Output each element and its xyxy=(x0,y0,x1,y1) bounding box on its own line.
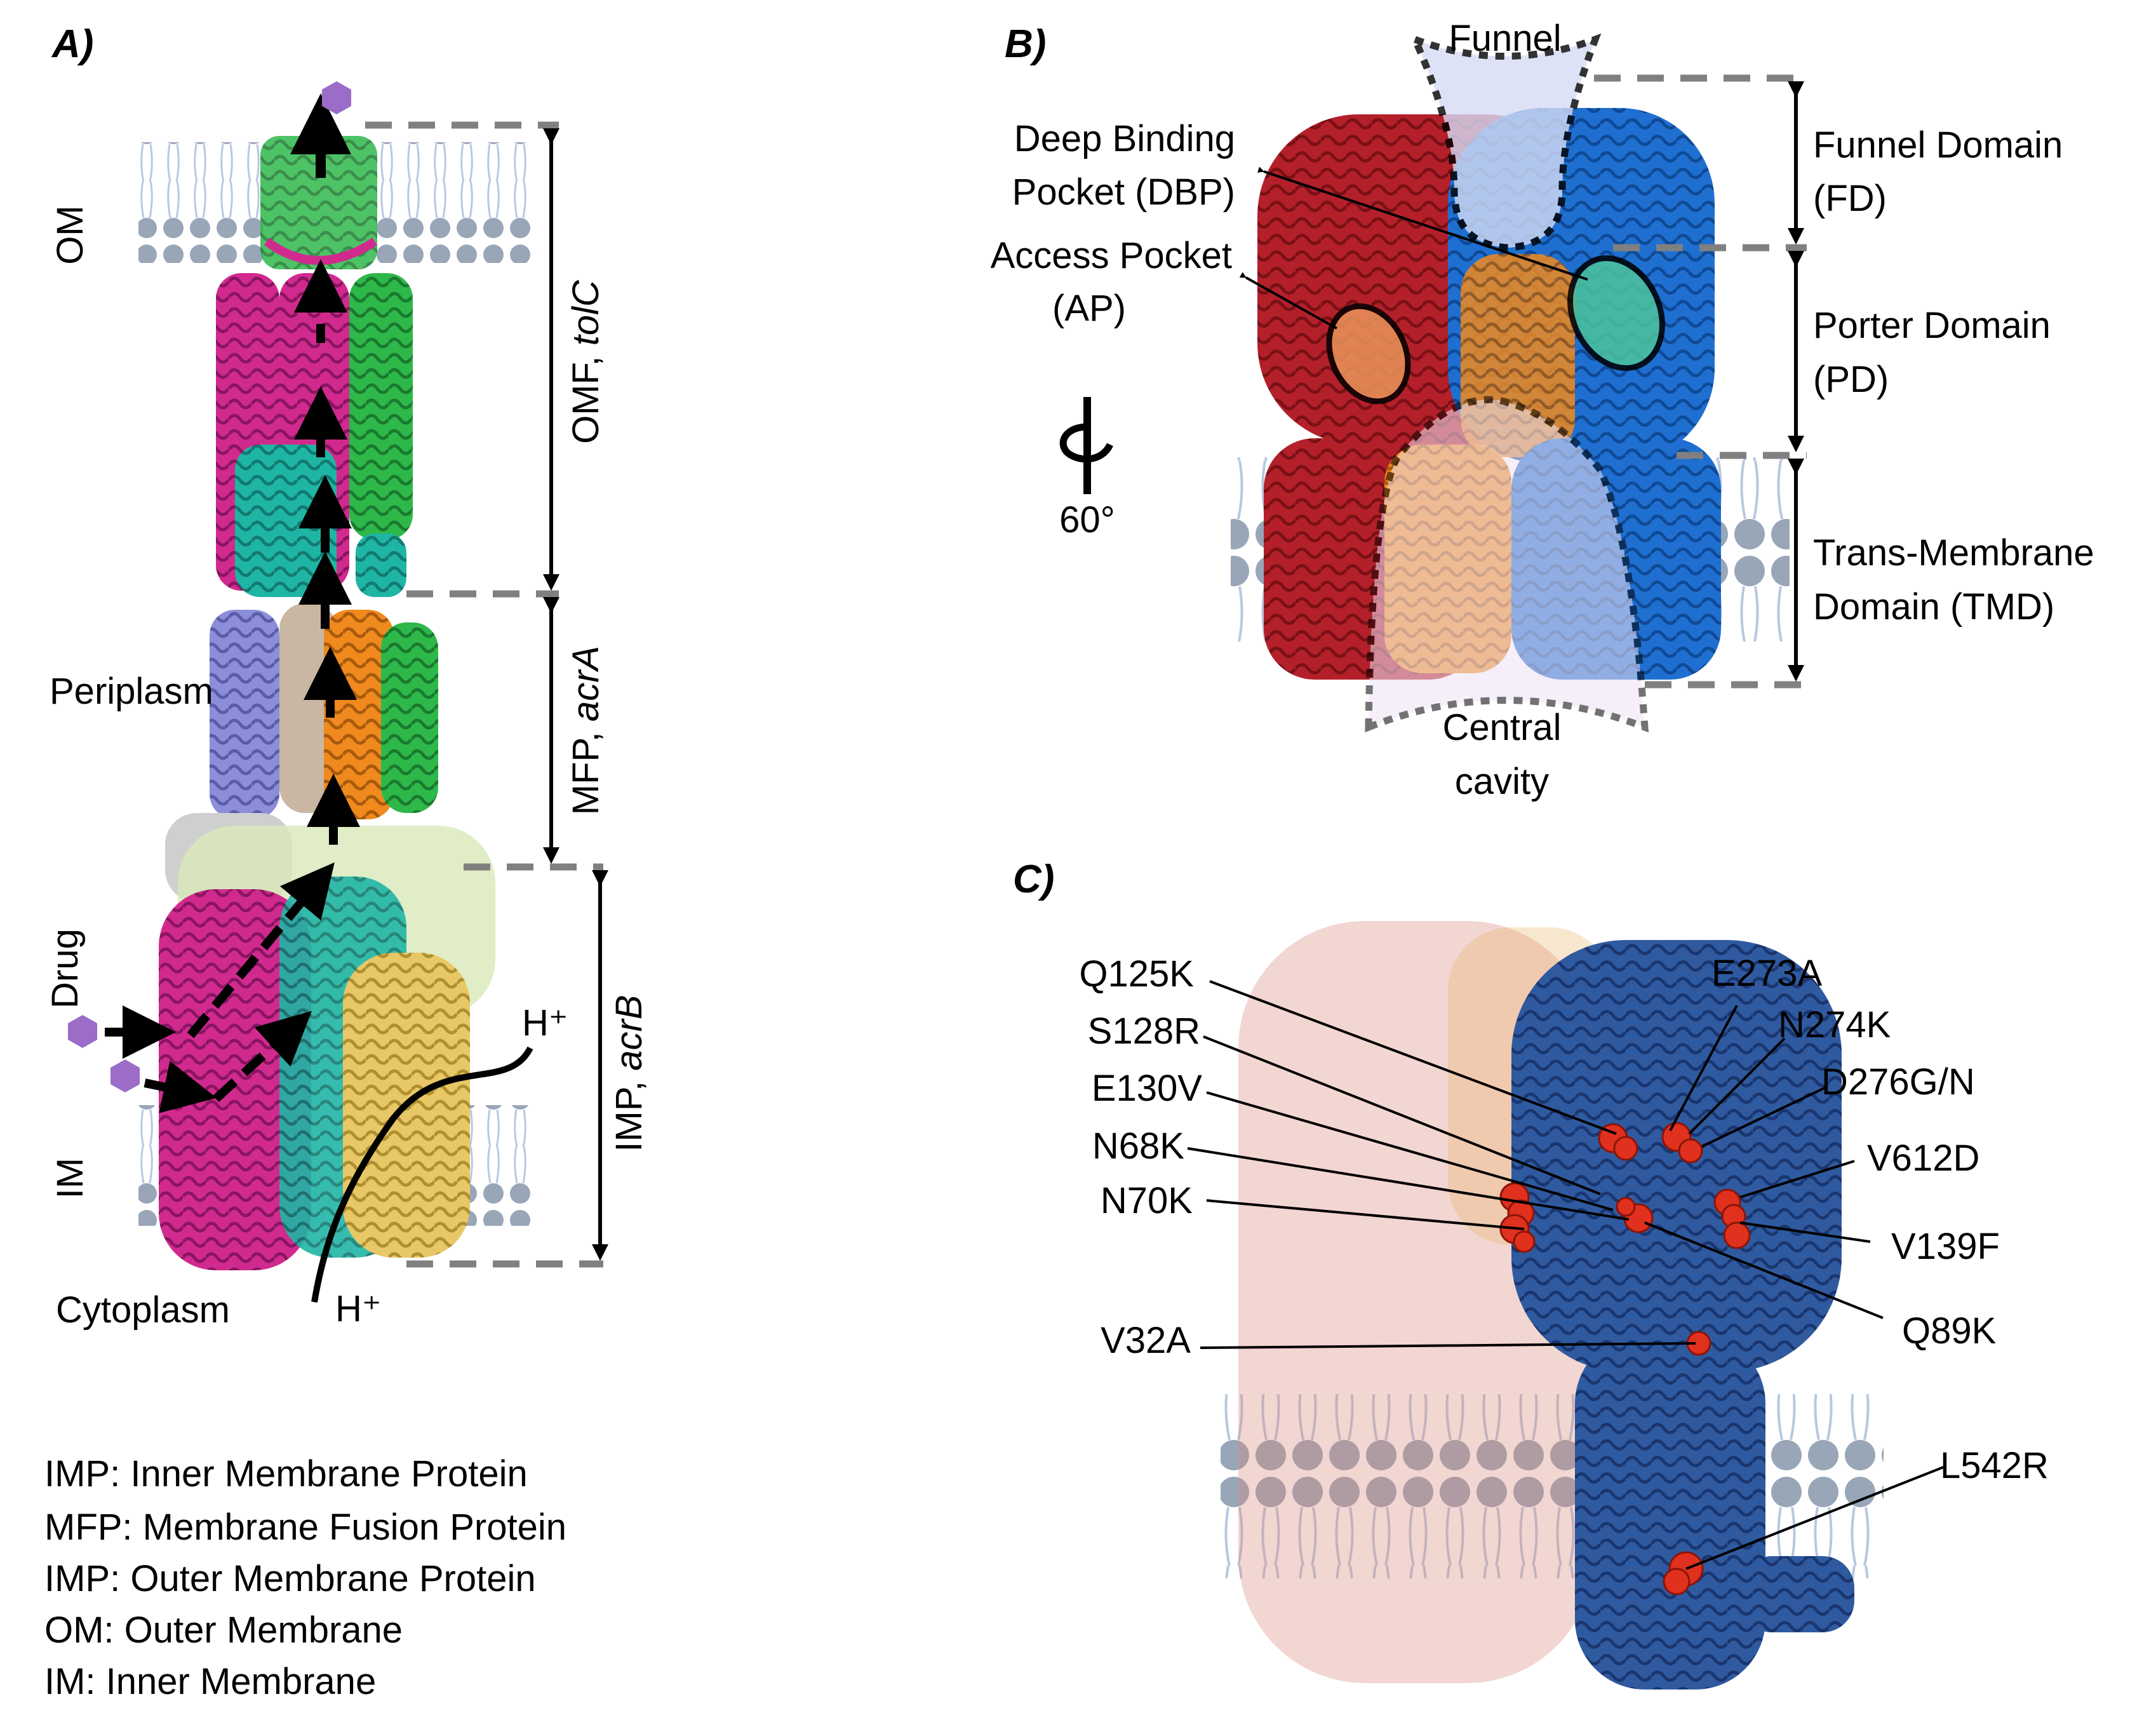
central-cavity-region xyxy=(1365,396,1649,733)
fd-label-line1: Funnel Domain xyxy=(1813,124,2063,166)
tmd-label-line2: Domain (TMD) xyxy=(1813,586,2054,628)
dbp-label-line1: Deep Binding xyxy=(1014,118,1235,159)
acrb-protomer-structure xyxy=(1238,921,1854,1689)
mutation-label: N70K xyxy=(1101,1180,1193,1221)
panel-b-boundaries xyxy=(1594,74,1807,689)
mutation-label: V612D xyxy=(1867,1138,1979,1179)
mutation-label: L542R xyxy=(1940,1445,2049,1486)
drug-label: Drug xyxy=(44,929,86,1009)
dbp-pointer-line xyxy=(1257,166,1588,281)
ap-label-line1: Access Pocket xyxy=(991,235,1232,276)
legend: IMP: Inner Membrane Protein MFP: Membran… xyxy=(44,1453,566,1702)
panel-c: C) xyxy=(1013,857,2049,1689)
cytoplasm-label: Cytoplasm xyxy=(56,1289,230,1331)
mutation-label: E130V xyxy=(1092,1068,1202,1109)
om-label: OM xyxy=(50,205,91,264)
deep-binding-pocket xyxy=(1567,255,1665,371)
tmd-label-line1: Trans-Membrane xyxy=(1813,532,2094,574)
rotation-icon xyxy=(1059,397,1113,494)
legend-item: MFP: Membrane Fusion Protein xyxy=(44,1507,566,1548)
mutation-label: Q125K xyxy=(1079,953,1194,995)
mutation-label: N68K xyxy=(1092,1125,1184,1167)
mutation-label: V32A xyxy=(1101,1320,1191,1361)
ap-pointer-line xyxy=(1239,272,1337,330)
funnel-region xyxy=(1408,33,1602,252)
inner-membrane-right xyxy=(460,1105,535,1226)
legend-item: IMP: Outer Membrane Protein xyxy=(44,1558,536,1599)
funnel-label: Funnel xyxy=(1449,18,1561,59)
acrb-structure xyxy=(159,826,495,1270)
drug-molecule-exported xyxy=(322,81,351,114)
mfp-label: MFP, acrA xyxy=(565,646,606,815)
access-pocket xyxy=(1326,303,1411,405)
panel-a-label: A) xyxy=(51,22,93,66)
panel-b: B) xyxy=(991,18,2094,802)
periplasm-label: Periplasm xyxy=(50,671,213,712)
dbp-label-line2: Pocket (DBP) xyxy=(1012,171,1235,213)
rotation-angle-label: 60° xyxy=(1059,499,1115,541)
ap-label-line2: (AP) xyxy=(1052,288,1126,329)
mutation-pointer-lines xyxy=(1187,980,1944,1570)
omf-label: OMF, tolC xyxy=(565,279,606,444)
panel-b-label: B) xyxy=(1005,22,1046,66)
im-label: IM xyxy=(50,1158,91,1199)
acrb-membrane-c xyxy=(1221,1394,1884,1578)
mutation-label: V139F xyxy=(1891,1226,2000,1267)
imp-label: IMP, acrB xyxy=(608,995,650,1152)
panel-a: A) xyxy=(44,22,650,1702)
mutation-label: Q89K xyxy=(1902,1310,1997,1352)
legend-item: OM: Outer Membrane xyxy=(44,1609,403,1651)
cavity-label-line2: cavity xyxy=(1455,761,1549,802)
legend-item: IMP: Inner Membrane Protein xyxy=(44,1453,528,1495)
drug-molecule-2 xyxy=(110,1059,140,1092)
pd-label-line1: Porter Domain xyxy=(1813,305,2051,346)
fd-label-line2: (FD) xyxy=(1813,178,1887,219)
proton-path-arrow xyxy=(311,1046,533,1303)
pd-label-line2: (PD) xyxy=(1813,359,1889,400)
mutation-label: N274K xyxy=(1778,1004,1891,1045)
panel-a-boundaries xyxy=(365,121,603,1268)
mutation-label: S128R xyxy=(1088,1011,1200,1052)
outer-membrane-left xyxy=(138,142,263,263)
legend-item: IM: Inner Membrane xyxy=(44,1661,376,1702)
mutation-label: D276G/N xyxy=(1821,1061,1975,1103)
proton-in-label: H⁺ xyxy=(522,1002,568,1044)
panel-c-label: C) xyxy=(1013,857,1054,901)
drug-efflux-path xyxy=(105,93,360,1113)
cavity-label-line1: Central xyxy=(1443,707,1562,748)
outer-membrane-right xyxy=(375,142,535,263)
drug-molecule-1 xyxy=(68,1015,97,1048)
proton-out-label: H⁺ xyxy=(335,1288,382,1329)
panel-a-dimension-arrows xyxy=(543,128,608,1261)
mutation-label: E273A xyxy=(1711,953,1822,994)
